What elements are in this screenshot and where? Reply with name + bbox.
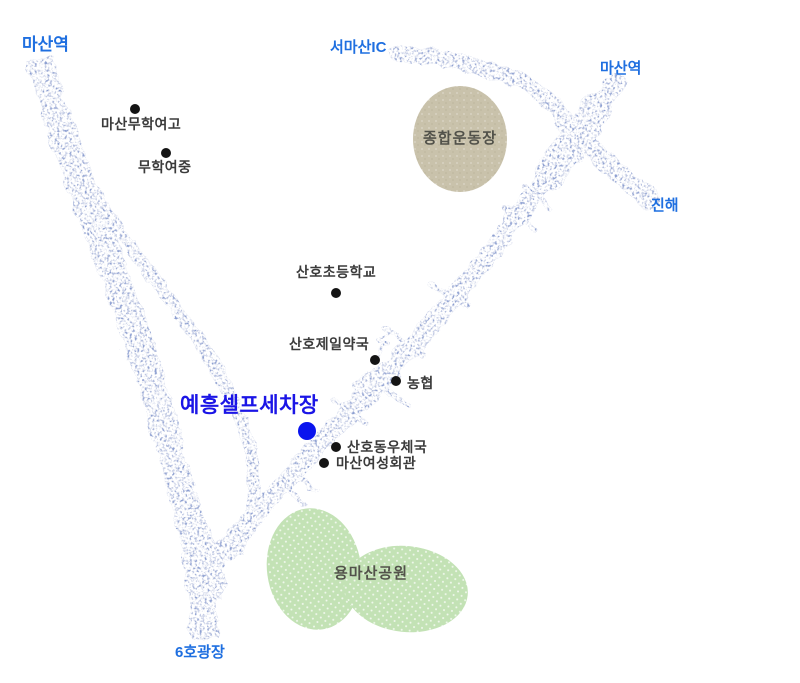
area-label-yongmasan-park: 용마산공원	[334, 565, 409, 582]
road-label-masan-station-ne: 마산역	[600, 60, 642, 77]
road-label-6ho-plaza: 6호광장	[175, 644, 225, 661]
area-label-sports-complex: 종합운동장	[422, 129, 498, 147]
marker-dot-muhak-girls-high	[130, 104, 140, 114]
road-to-jinhae	[551, 111, 657, 207]
place-label-womens-center: 마산여성회관	[336, 455, 417, 471]
road-label-jinhae: 진해	[651, 197, 679, 214]
road-y-junction-fill	[181, 519, 224, 597]
side-street	[424, 278, 469, 306]
yongmasan-park-area	[266, 508, 468, 633]
side-streets	[278, 180, 552, 505]
place-label-post-office: 산호동우체국	[347, 439, 428, 455]
marker-dot-post-office	[331, 442, 341, 452]
road-seomasan-ic	[389, 42, 580, 142]
marker-dot-nonghyup	[391, 376, 401, 386]
marker-dot-sanho-elementary	[331, 288, 341, 298]
park-left-lobe	[266, 508, 362, 630]
marker-dot-sanho-jeil-pharmacy	[370, 355, 380, 365]
place-label-nonghyup: 농협	[407, 375, 434, 391]
place-label-sanho-jeil-pharmacy: 산호제일약국	[289, 336, 370, 352]
road-masan-west	[23, 51, 217, 638]
place-label-muhak-girls-middle: 무학여중	[138, 159, 192, 175]
road-label-seomasan-ic: 서마산IC	[330, 39, 387, 56]
marker-dot-womens-center	[319, 458, 329, 468]
side-street	[289, 468, 316, 493]
road-network	[23, 42, 657, 638]
place-markers	[130, 104, 401, 468]
place-label-sanho-elementary: 산호초등학교	[296, 264, 377, 280]
carwash-marker-dot	[298, 422, 316, 440]
sports-complex-area	[413, 86, 507, 192]
alley-zigzag	[374, 329, 388, 354]
side-street	[518, 180, 552, 210]
place-label-muhak-girls-high: 마산무학여고	[101, 116, 182, 132]
side-street	[372, 380, 410, 406]
side-street	[380, 322, 424, 356]
side-street	[327, 393, 366, 424]
side-street	[278, 481, 304, 505]
map-title-carwash: 예흥셀프세차장	[180, 394, 319, 417]
side-street	[503, 203, 537, 233]
park-right-lobe	[344, 545, 468, 633]
road-label-masan-station-nw: 마산역	[22, 35, 69, 54]
marker-dot-muhak-girls-middle	[161, 148, 171, 158]
side-street-wide	[349, 360, 387, 391]
